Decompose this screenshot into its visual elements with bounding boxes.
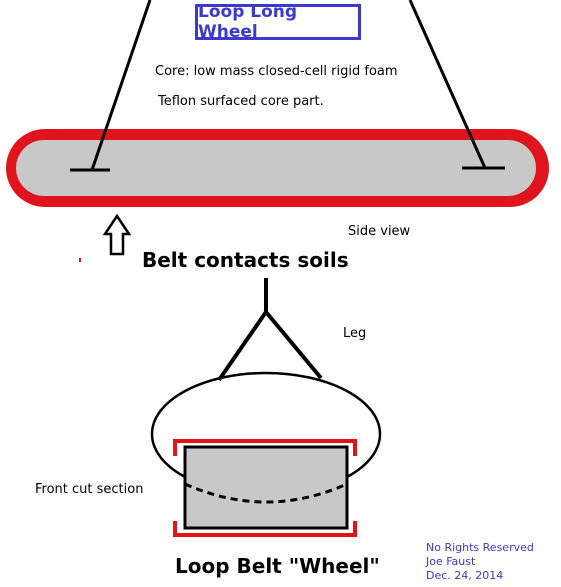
leg-left (217, 310, 268, 382)
belt-bracket-top (173, 439, 357, 456)
teflon-note: Teflon surfaced core part. (158, 94, 324, 109)
belt-bracket-bottom (173, 521, 357, 537)
dashed-arc (184, 482, 348, 504)
front-cut-label: Front cut section (35, 482, 144, 497)
strut-left (90, 0, 152, 171)
core-note: Core: low mass closed-cell rigid foam (155, 64, 398, 79)
bottom-title: Loop Belt "Wheel" (175, 554, 380, 578)
leg-label: Leg (343, 326, 367, 341)
belt-contacts-label: Belt contacts soils (142, 248, 349, 272)
credits-line1: No Rights Reserved (426, 541, 534, 554)
up-arrow-icon (102, 213, 132, 256)
credits-line3: Dec. 24, 2014 (426, 569, 504, 582)
credits-line2: Joe Faust (426, 555, 476, 568)
strut-right (408, 0, 487, 169)
credits-block: No Rights Reserved Joe Faust Dec. 24, 20… (426, 541, 534, 583)
leg-right (264, 310, 323, 380)
title-box: Loop Long Wheel (195, 2, 361, 42)
core-front (183, 445, 349, 530)
diagram-title: Loop Long Wheel (198, 2, 298, 42)
core-side (16, 140, 536, 196)
side-view-label: Side view (348, 224, 411, 239)
